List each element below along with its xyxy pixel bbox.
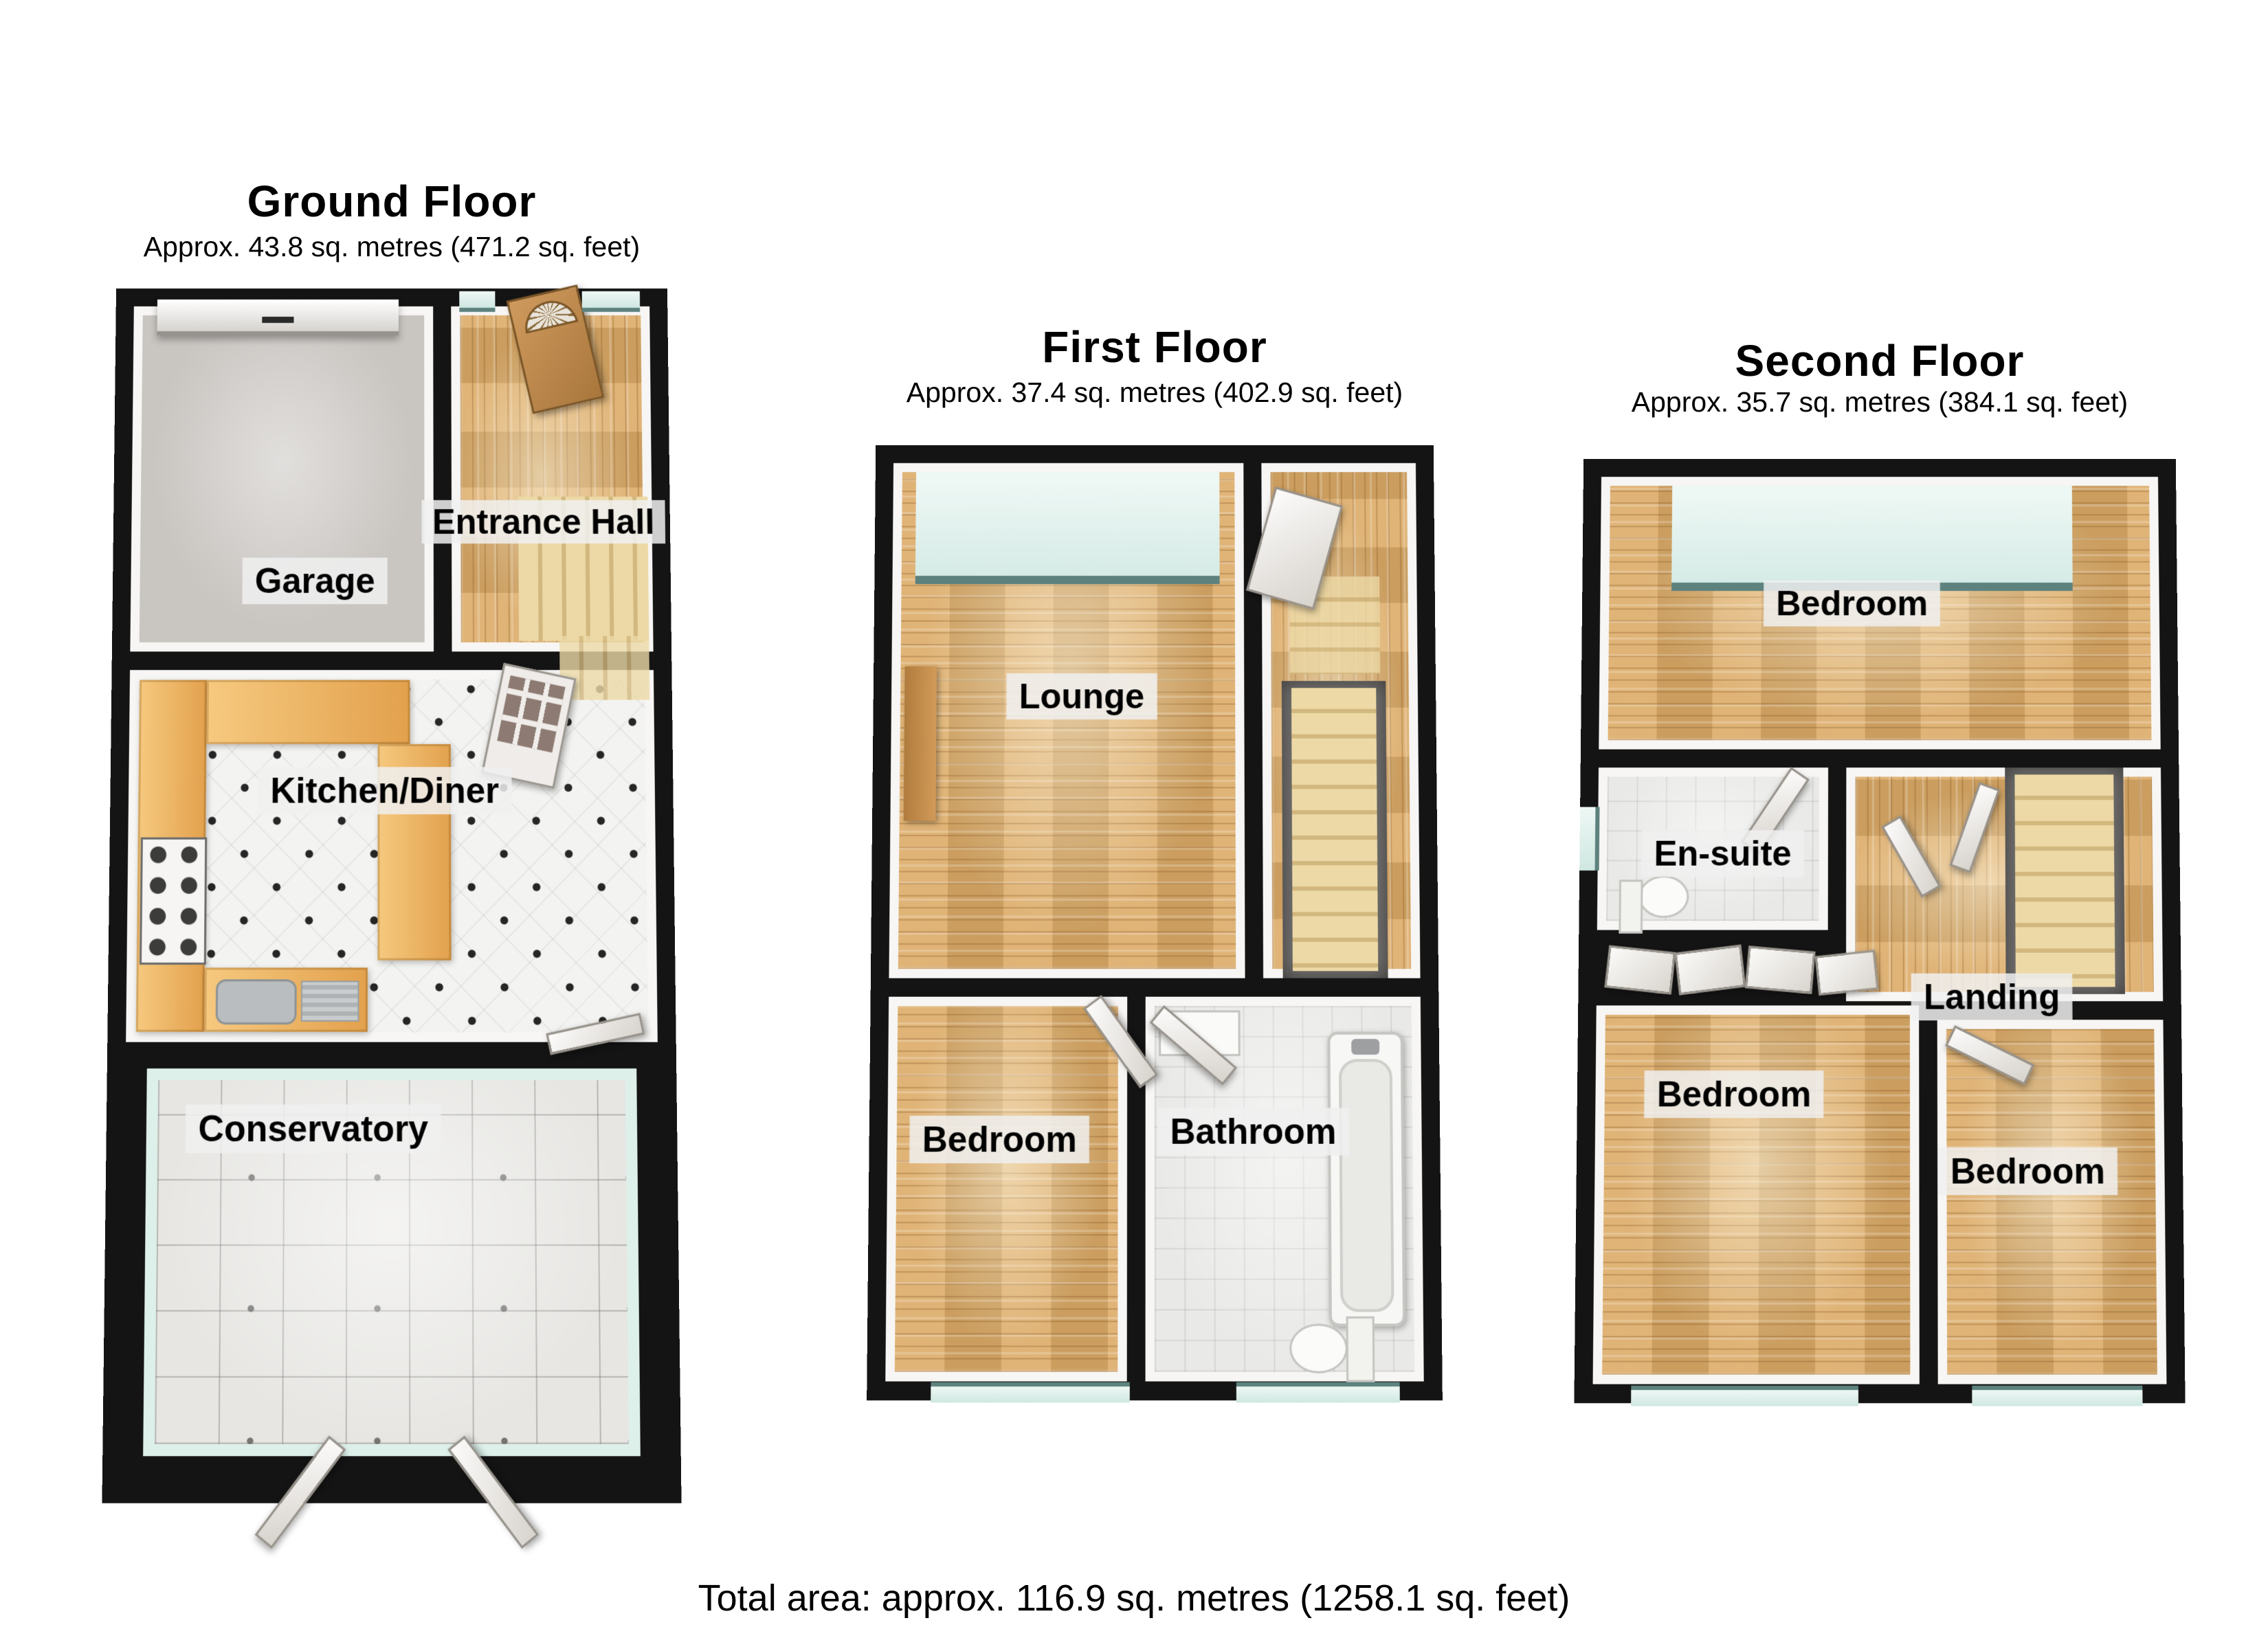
room-label: Landing — [1911, 973, 2073, 1021]
second-floor-subtitle: Approx. 35.7 sq. metres (384.1 sq. feet) — [1631, 386, 2128, 418]
sidelight-window-left — [459, 291, 496, 312]
wardrobe-door — [1674, 944, 1746, 996]
sideboard — [903, 666, 937, 821]
ensuite-toilet-tank — [1619, 879, 1643, 934]
kitchen-sink — [215, 979, 297, 1025]
bedroom-left-window — [1631, 1385, 1859, 1406]
bedroom-right-window — [1972, 1385, 2143, 1406]
wardrobe-door — [1744, 945, 1816, 994]
glazed-door-panes — [497, 675, 566, 753]
room-bedroom-second-right — [1937, 1020, 2167, 1384]
sink-drainer — [300, 980, 359, 1022]
room-bedroom-second-left — [1592, 1005, 1920, 1384]
lounge-window — [915, 472, 1220, 585]
bedroom-top-window — [1671, 486, 2073, 592]
second-floor-plan: Bedroom En-suite Landing Bedroom Bedroom — [1574, 458, 2186, 1406]
room-label: Bedroom — [1644, 1070, 1824, 1119]
kitchen-counter-top — [206, 680, 410, 744]
room-label: Lounge — [1006, 673, 1157, 720]
toilet-tank — [1346, 1316, 1375, 1382]
wardrobe-door — [1814, 950, 1879, 996]
room-label: Garage — [242, 557, 388, 605]
room-bedroom-first — [885, 996, 1128, 1382]
ensuite-toilet-bowl — [1638, 875, 1689, 919]
toilet-bowl — [1289, 1323, 1348, 1373]
ground-floor-plan: Garage Entrance Hall Kitchen/Diner Conse… — [102, 284, 682, 1549]
garage-door-handle — [262, 317, 294, 324]
room-label: En-suite — [1641, 830, 1805, 877]
stairs-second — [2014, 774, 2115, 987]
ensuite-window — [1579, 807, 1600, 871]
bathtub-inner — [1338, 1059, 1394, 1312]
room-label: Bedroom — [1937, 1147, 2118, 1196]
room-label: Kitchen/Diner — [257, 767, 512, 815]
ground-floor-subtitle: Approx. 43.8 sq. metres (471.2 sq. feet) — [143, 231, 641, 262]
ground-floor-title: Ground Floor — [247, 177, 537, 226]
bathtub — [1327, 1031, 1406, 1327]
hob — [139, 837, 208, 965]
room-label: Bedroom — [1764, 580, 1941, 627]
stairwell — [1281, 681, 1388, 978]
sidelight-window-right — [581, 291, 641, 312]
bedroom-window — [931, 1382, 1130, 1403]
stairwell-second — [2005, 767, 2126, 994]
stairs-down — [1291, 688, 1379, 972]
second-floor-title: Second Floor — [1735, 336, 2025, 385]
first-floor-title: First Floor — [1042, 322, 1267, 372]
first-floor-subtitle: Approx. 37.4 sq. metres (402.9 sq. feet) — [906, 377, 1403, 408]
wardrobe-door — [1604, 945, 1676, 995]
total-area-text: Total area: approx. 116.9 sq. metres (12… — [698, 1578, 1570, 1619]
front-door-fanlight — [520, 295, 579, 334]
room-label: Bathroom — [1157, 1108, 1350, 1156]
first-floor-plan: Lounge Bedroom Bathroom — [867, 445, 1443, 1403]
bath-taps — [1351, 1039, 1380, 1055]
room-label: Bedroom — [909, 1115, 1090, 1164]
garage-door — [157, 299, 399, 336]
room-label: Conservatory — [185, 1104, 441, 1154]
bathroom-window — [1236, 1382, 1400, 1403]
room-label: Entrance Hall — [421, 500, 666, 544]
room-lounge — [889, 463, 1245, 978]
